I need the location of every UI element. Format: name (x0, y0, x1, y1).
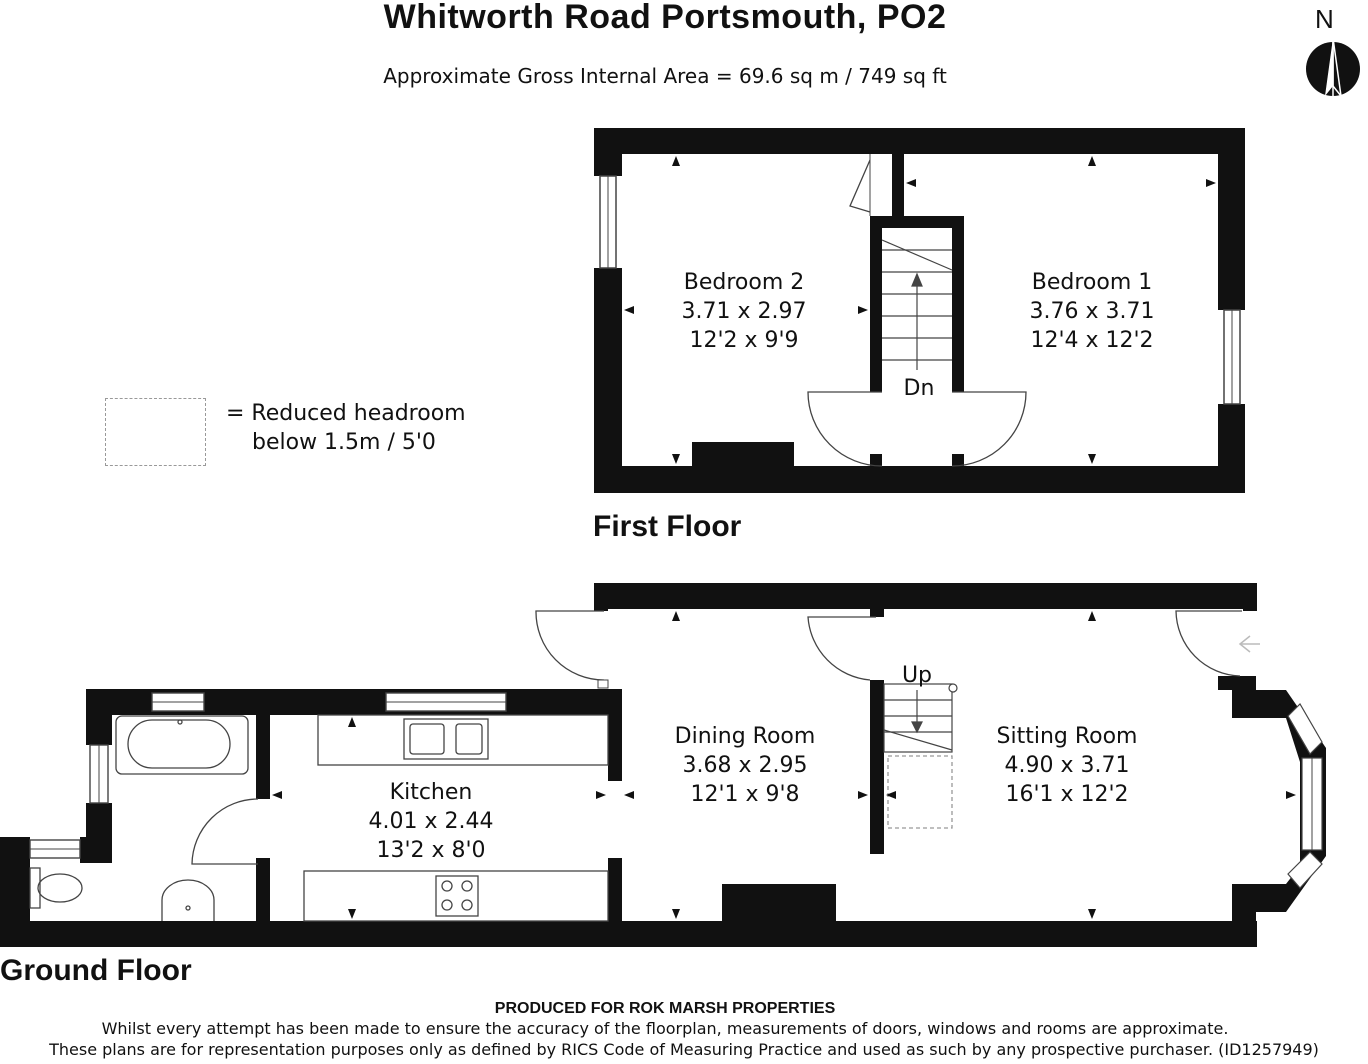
north-arrow-icon (1306, 37, 1360, 99)
room-dining: Dining Room 3.68 x 2.95 12'1 x 9'8 (645, 722, 845, 809)
first-floor-plan (594, 128, 1245, 493)
ff-door-swing-bed1 (951, 391, 1027, 467)
gf-wall-dining-sitting (870, 680, 884, 854)
room-name: Bedroom 1 (1031, 270, 1153, 295)
gf-wall-kitchen-dining (608, 689, 622, 781)
room-bedroom-2: Bedroom 2 3.71 x 2.97 12'2 x 9'9 (644, 268, 844, 355)
ground-floor-plan (0, 583, 1326, 947)
ff-wall-right-lower (1218, 404, 1245, 493)
room-metric: 3.71 x 2.97 (681, 299, 807, 324)
gf-chimney (722, 884, 836, 922)
gf-stairs (883, 683, 958, 753)
ff-partition-top (892, 154, 904, 216)
footer-disclaimer-1: Whilst every attempt has been made to en… (101, 1019, 1229, 1038)
ff-door-swing-bed2 (807, 391, 883, 467)
gf-wall-bottom (0, 921, 1257, 947)
gf-door-front-dining (535, 610, 605, 681)
gf-door-front-sitting (1175, 610, 1242, 677)
legend-line1: = Reduced headroom (226, 401, 466, 426)
ff-stair-left (870, 216, 882, 392)
gross-area: Approximate Gross Internal Area = 69.6 s… (383, 64, 947, 88)
gf-toilet (29, 867, 83, 909)
legend-text: = Reduced headroom below 1.5m / 5'0 (226, 399, 466, 457)
stair-label-up: Up (901, 663, 933, 688)
room-metric: 3.76 x 3.71 (1029, 299, 1155, 324)
first-floor-label: First Floor (593, 510, 742, 543)
room-imperial: 13'2 x 8'0 (376, 838, 486, 863)
ff-wall-bottom (594, 466, 1245, 493)
room-metric: 4.90 x 3.71 (1004, 753, 1130, 778)
gf-door-dining-sitting (807, 616, 876, 681)
gf-wall-wc (0, 837, 30, 947)
gf-wall-rear-left (86, 689, 112, 745)
ff-chimney (692, 442, 794, 468)
room-kitchen: Kitchen 4.01 x 2.44 13'2 x 8'0 (331, 778, 531, 865)
room-name: Dining Room (674, 724, 816, 749)
plan-title: Whitworth Road Portsmouth, PO2 (383, 0, 947, 36)
gf-wall-top-main (594, 583, 1257, 609)
footer-disclaimer-2: These plans are for representation purpo… (49, 1040, 1319, 1059)
ff-wall-right-upper (1218, 128, 1245, 310)
gf-bath (115, 715, 249, 775)
room-name: Bedroom 2 (683, 270, 805, 295)
legend-line2: below 1.5m / 5'0 (252, 430, 436, 455)
stair-label-down: Dn (903, 376, 935, 401)
ff-measure-arrows (624, 156, 1216, 464)
compass: N (1303, 4, 1363, 100)
room-name: Kitchen (389, 780, 473, 805)
room-imperial: 12'4 x 12'2 (1030, 328, 1154, 353)
ground-floor-label: Ground Floor (0, 954, 192, 987)
ff-wall-left-upper (594, 128, 622, 176)
ff-stair-top (870, 216, 964, 228)
room-imperial: 16'1 x 12'2 (1005, 782, 1129, 807)
room-bedroom-1: Bedroom 1 3.76 x 3.71 12'4 x 12'2 (992, 268, 1192, 355)
legend-swatch-reduced-headroom (105, 398, 206, 466)
room-imperial: 12'1 x 9'8 (690, 782, 800, 807)
gf-measure-arrows (272, 611, 1296, 919)
ff-wall-left-lower (594, 268, 622, 493)
room-imperial: 12'2 x 9'9 (689, 328, 799, 353)
gf-wall-bathroom (256, 715, 270, 799)
gf-kitchen-units (303, 714, 609, 922)
ff-stair-right (952, 216, 964, 392)
gf-basin (161, 879, 215, 921)
ff-cupboard-door (849, 159, 871, 213)
gf-door-bathroom (191, 798, 259, 865)
room-sitting: Sitting Room 4.90 x 3.71 16'1 x 12'2 (957, 722, 1177, 809)
footer-producer: PRODUCED FOR ROK MARSH PROPERTIES (494, 1000, 836, 1017)
ff-wall-top (594, 128, 1245, 154)
compass-label: N (1315, 4, 1334, 34)
room-name: Sitting Room (996, 724, 1138, 749)
ff-stairs (881, 239, 953, 370)
room-metric: 4.01 x 2.44 (368, 809, 494, 834)
gf-bay-window (1218, 676, 1326, 947)
room-metric: 3.68 x 2.95 (682, 753, 808, 778)
gf-reduced-headroom-area (887, 755, 953, 829)
